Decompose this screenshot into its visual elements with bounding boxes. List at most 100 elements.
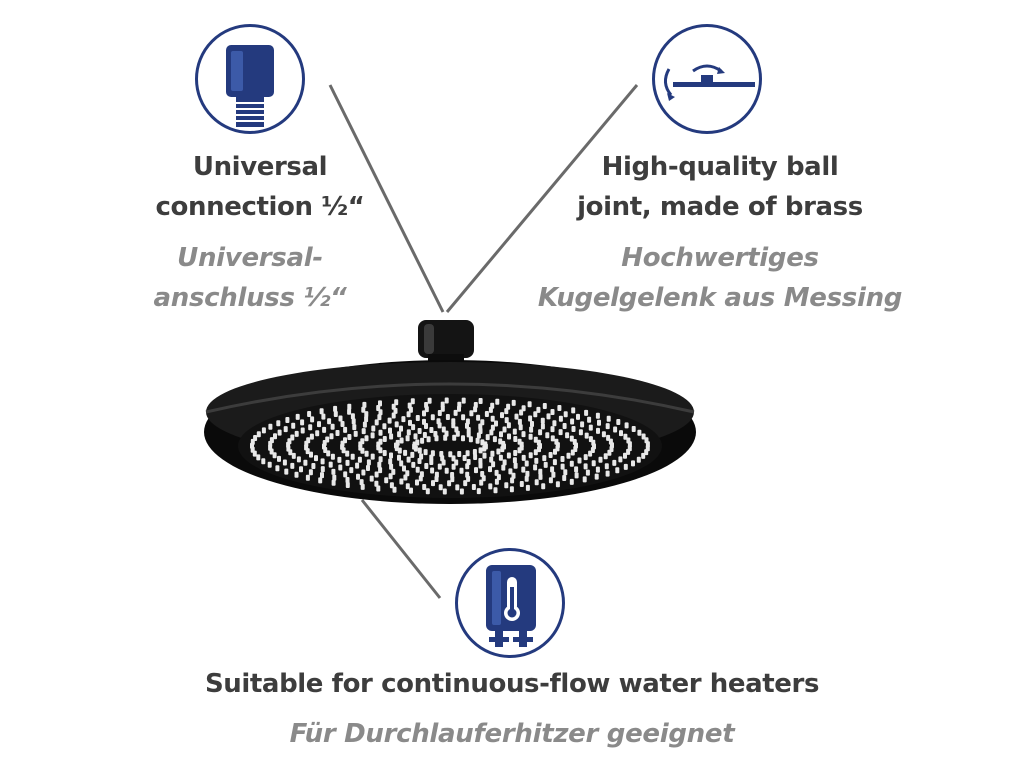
nozzle	[338, 415, 343, 422]
nozzle	[489, 429, 494, 436]
leader-lines	[328, 84, 639, 599]
nozzle	[476, 488, 481, 495]
nozzle	[429, 459, 434, 465]
nozzle	[455, 484, 460, 491]
nozzle	[583, 463, 588, 470]
nozzle	[540, 417, 545, 424]
nozzle	[437, 463, 442, 470]
nozzle	[406, 411, 411, 418]
nozzle	[391, 412, 396, 419]
nozzle	[362, 401, 367, 408]
nozzle	[267, 461, 272, 468]
leader-line-ball-joint	[445, 84, 639, 313]
nozzle	[558, 415, 563, 422]
nozzle	[359, 479, 364, 486]
nozzle	[290, 462, 295, 469]
nozzle	[409, 487, 413, 494]
nozzle	[471, 484, 476, 490]
nozzle	[552, 459, 557, 466]
nozzle	[618, 456, 623, 463]
nozzle	[434, 476, 439, 482]
nozzle	[496, 474, 501, 481]
nozzle	[605, 470, 610, 477]
nozzle	[269, 437, 274, 444]
nozzle	[256, 454, 261, 461]
nozzle	[438, 484, 443, 491]
nozzle	[457, 401, 462, 408]
nozzle	[353, 430, 358, 437]
nozzle	[591, 460, 596, 467]
nozzle	[401, 416, 406, 423]
nozzle	[366, 465, 370, 471]
nozzle	[546, 413, 551, 420]
nozzle	[616, 419, 621, 425]
nozzle	[310, 416, 315, 423]
nozzle	[388, 458, 393, 465]
nozzle	[309, 451, 313, 458]
nozzle	[330, 423, 335, 430]
nozzle	[475, 437, 480, 444]
nozzle	[584, 409, 589, 416]
nozzle	[364, 450, 369, 457]
nozzle	[468, 436, 473, 443]
nozzle	[530, 421, 534, 427]
nozzle	[496, 448, 501, 455]
nozzle	[483, 443, 488, 450]
nozzle	[395, 439, 400, 446]
nozzle	[356, 473, 360, 480]
nozzle	[525, 484, 530, 491]
nozzle	[623, 452, 627, 459]
nozzle	[623, 433, 628, 440]
nozzle	[283, 426, 288, 433]
nozzle	[330, 453, 335, 460]
nozzle	[422, 410, 426, 417]
nozzle	[533, 436, 538, 443]
nozzle	[576, 413, 580, 420]
water-heater-thermometer-icon	[486, 565, 536, 647]
nozzle	[494, 478, 499, 485]
nozzle	[378, 467, 383, 474]
nozzle	[350, 453, 355, 460]
nozzle	[637, 429, 642, 436]
nozzle	[538, 473, 543, 480]
nozzle	[437, 410, 442, 416]
nozzle	[451, 418, 456, 425]
nozzle	[504, 417, 509, 424]
nozzle	[319, 408, 324, 415]
nozzle	[308, 469, 313, 476]
nozzle	[595, 412, 600, 419]
nozzle	[352, 424, 357, 431]
nozzle	[566, 452, 571, 459]
nozzle	[417, 428, 422, 434]
shower-head	[204, 360, 696, 504]
nozzle	[521, 431, 526, 438]
nozzle	[481, 475, 486, 482]
nozzle	[508, 468, 513, 475]
nozzle	[528, 433, 533, 440]
nozzle	[384, 477, 389, 484]
nozzle	[490, 450, 495, 457]
nozzle	[580, 421, 585, 428]
nozzle	[410, 451, 415, 458]
nozzle	[378, 400, 382, 407]
nozzle	[479, 479, 484, 486]
nozzle	[521, 454, 526, 461]
nozzle	[571, 426, 576, 432]
nozzle	[291, 422, 296, 429]
nozzle	[459, 467, 464, 474]
nozzle	[333, 411, 338, 417]
nozzle	[389, 463, 394, 470]
nozzle	[565, 432, 570, 439]
nozzle	[506, 403, 511, 410]
nozzle	[430, 467, 435, 474]
water-heater-badge	[455, 548, 565, 658]
nozzle	[476, 414, 481, 421]
nozzle	[294, 471, 299, 478]
nozzle	[550, 409, 555, 415]
ball-joint-german-title: Hochwertiges Kugelgelenk aus Messing	[537, 243, 903, 313]
nozzle	[318, 477, 323, 484]
nozzle	[585, 469, 590, 476]
nozzle	[291, 452, 296, 459]
nozzle	[371, 425, 376, 432]
nozzle	[461, 397, 466, 404]
